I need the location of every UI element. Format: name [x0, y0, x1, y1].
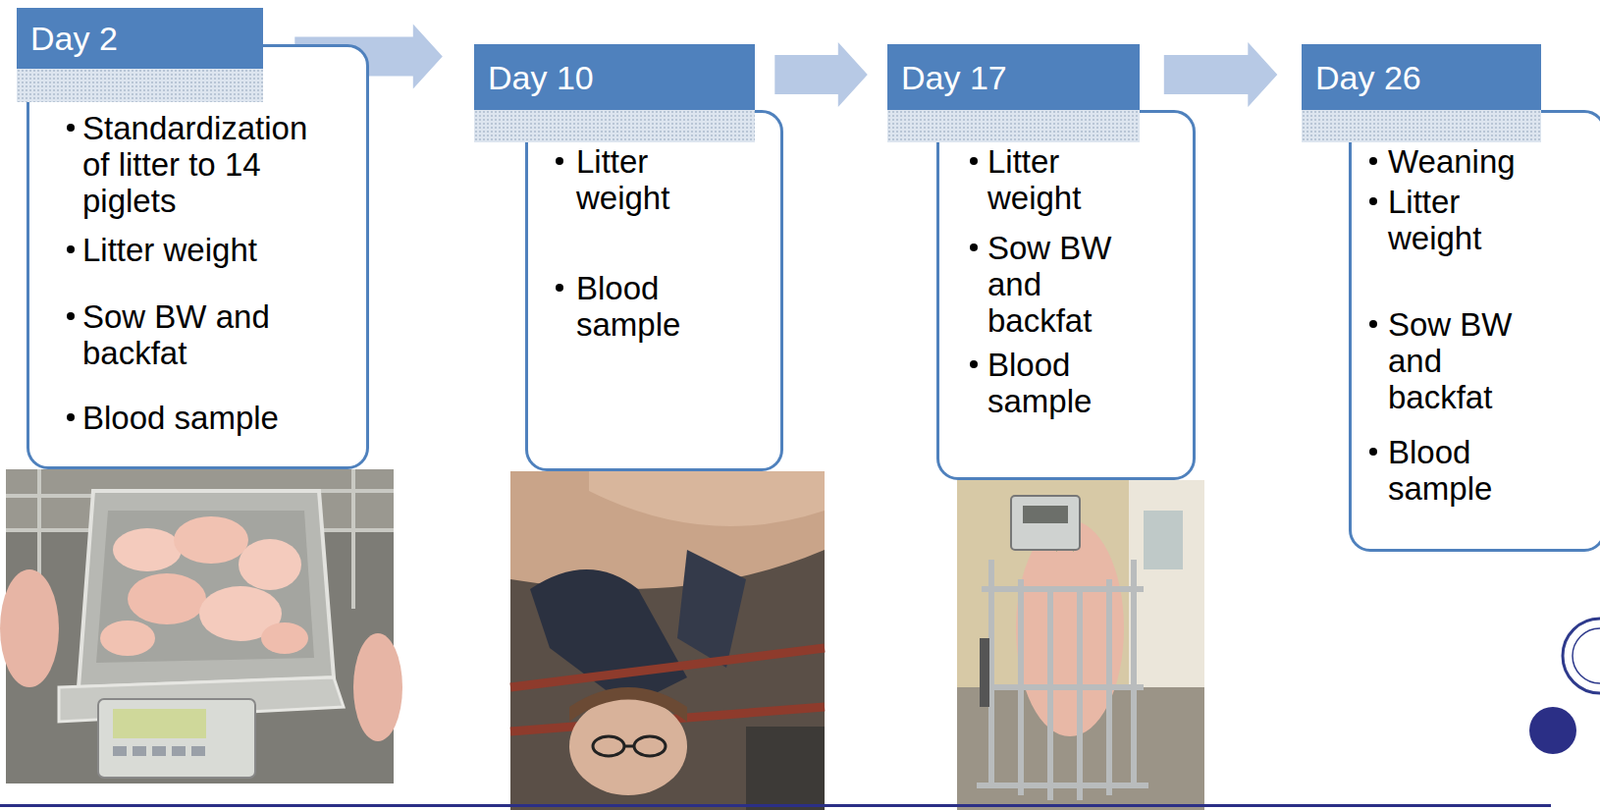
stage-box	[936, 109, 1196, 480]
bullet-dot	[1369, 320, 1378, 328]
bullet-text: Litter weight	[82, 231, 343, 268]
bullet-item: Sow BW and backfat	[82, 298, 343, 372]
piglet-scale-photo	[0, 469, 403, 784]
bullet-text: Blood sample	[987, 346, 1155, 420]
day-label: Day 26	[1315, 58, 1422, 97]
bullet-item: Standardization of litter to 14 piglets	[82, 109, 343, 219]
timeline-stage: Day 10 Litter weightBlood sample	[474, 44, 784, 472]
day-label-wrap: Day 26	[1315, 57, 1422, 98]
bullet-item: Blood sample	[987, 346, 1155, 420]
day-label-wrap: Day 17	[901, 57, 1008, 98]
sow-scale-photo	[957, 480, 1205, 810]
bullet-text: Weaning	[1387, 143, 1555, 180]
bullet-text: Blood sample	[1387, 433, 1555, 507]
day-label: Day 17	[901, 58, 1008, 97]
blood-sampling-photo	[510, 471, 825, 810]
bullet-item: Litter weight	[987, 143, 1155, 216]
bullet-dot	[1369, 447, 1378, 456]
bullet-dot	[1369, 197, 1378, 206]
day-label: Day 10	[487, 58, 594, 97]
bullet-item: Litter weight	[82, 231, 343, 268]
bullet-text: Blood sample	[82, 399, 343, 436]
bullet-dot	[969, 360, 978, 369]
bullet-item: Sow BW and backfat	[1387, 306, 1555, 416]
bullet-dot	[66, 312, 75, 320]
bullet-text: Sow BW and backfat	[82, 298, 343, 372]
bullet-item: Sow BW and backfat	[987, 229, 1155, 339]
block-arrow	[1164, 42, 1279, 107]
bullet-item: Blood sample	[82, 399, 343, 436]
tab-texture	[887, 109, 1140, 143]
bottom-rule	[0, 803, 1551, 807]
bullet-dot	[66, 123, 75, 132]
bullet-dot	[969, 243, 978, 252]
timeline-stage: Day 2 Standardization of litter to 14 pig…	[16, 7, 370, 470]
tab-texture	[16, 68, 264, 103]
bullet-text: Blood sample	[576, 269, 739, 343]
bullet-text: Litter weight	[576, 143, 739, 216]
block-arrow	[774, 42, 868, 107]
bullet-item: Blood sample	[1387, 433, 1555, 507]
bullet-dot	[969, 157, 978, 165]
bullet-item: Weaning	[1387, 143, 1555, 180]
timeline-stage: Day 26 WeaningLitter weightSow BW and bac…	[1301, 44, 1600, 552]
bullet-item: Blood sample	[576, 269, 739, 343]
bullet-item: Litter weight	[576, 143, 739, 216]
bullet-text: Standardization of litter to 14 piglets	[82, 109, 343, 219]
day-label-wrap: Day 10	[487, 57, 594, 98]
day-label-wrap: Day 2	[30, 18, 118, 58]
timeline-stage: Day 17 Litter weightSow BW and backfatBlo…	[887, 44, 1196, 480]
bullet-dot	[555, 283, 564, 292]
bullet-dot	[66, 413, 75, 422]
bullet-dot	[1369, 157, 1378, 165]
bullet-text: Sow BW and backfat	[1387, 306, 1555, 416]
bullet-text: Litter weight	[987, 143, 1155, 216]
university-seal	[1529, 618, 1600, 754]
bullet-item: Litter weight	[1387, 183, 1555, 257]
bullet-dot	[66, 245, 75, 254]
tab-texture	[474, 109, 755, 143]
bullet-text: Sow BW and backfat	[987, 229, 1155, 339]
day-label: Day 2	[30, 19, 118, 57]
bullet-dot	[555, 157, 564, 165]
tab-texture	[1301, 109, 1542, 143]
bullet-text: Litter weight	[1387, 183, 1555, 257]
